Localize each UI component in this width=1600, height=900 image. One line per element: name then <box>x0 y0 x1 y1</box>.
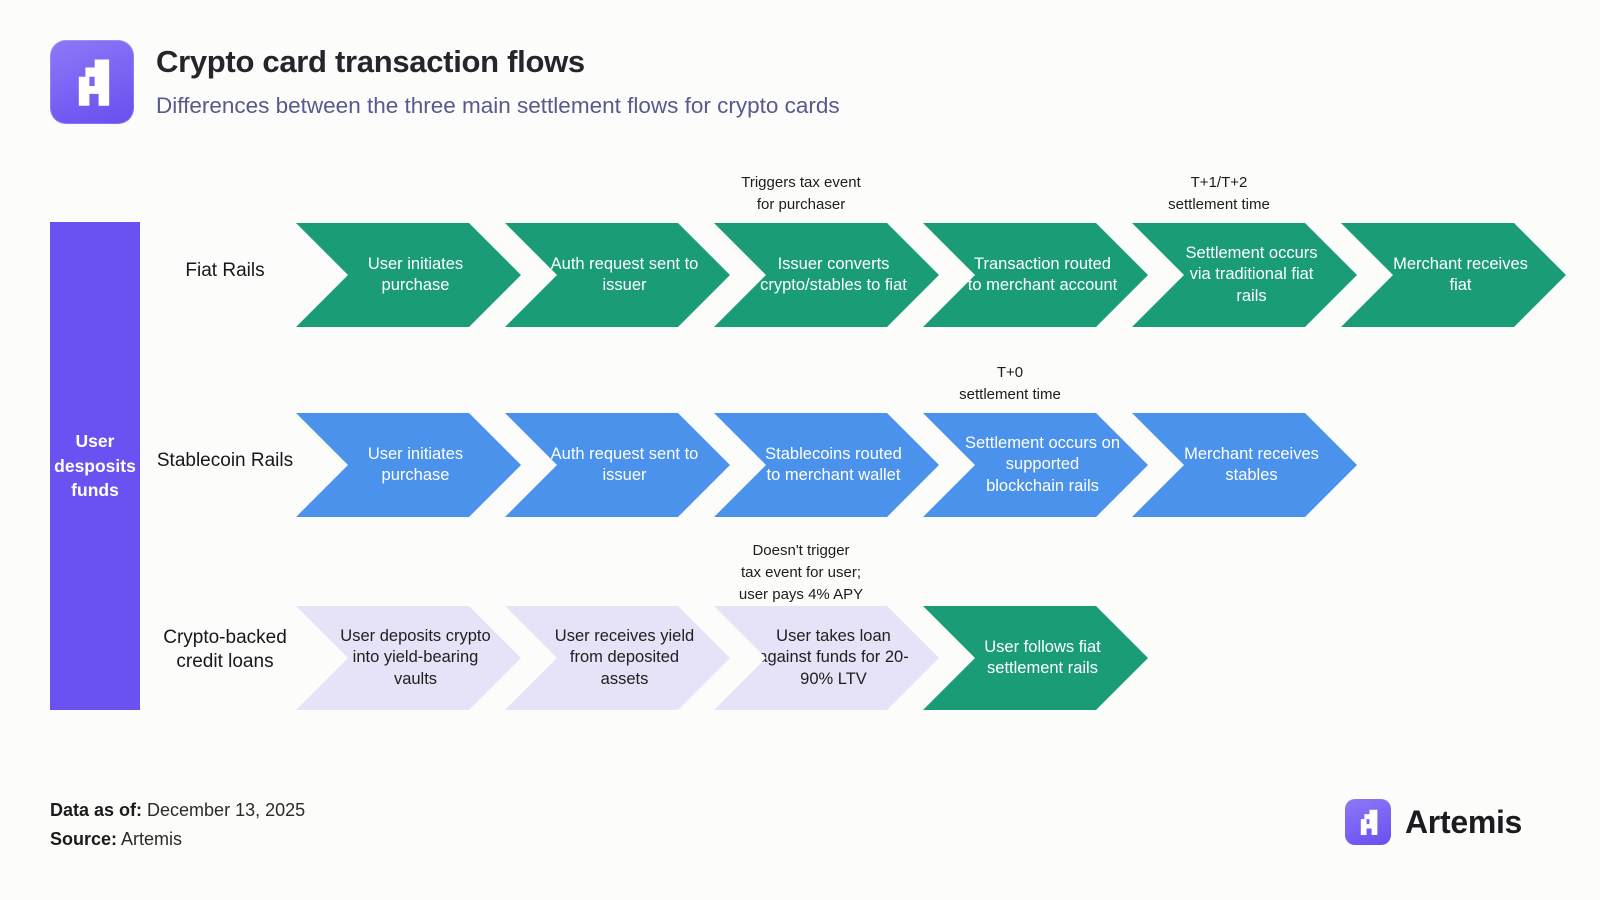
user-deposits-funds-bar: User desposits funds <box>50 222 140 710</box>
data-as-of-line: Data as of: December 13, 2025 <box>50 800 305 821</box>
source-value: Artemis <box>117 829 183 849</box>
flow-step-arrow: User follows fiat settlement rails <box>923 606 1148 710</box>
flow-annotation-t0-settlement: T+0 settlement time <box>959 364 1061 403</box>
flow-step-arrow: User takes loan against funds for 20-90%… <box>714 606 939 710</box>
source-label: Source: <box>50 829 118 849</box>
artemis-wordmark: Artemis <box>1405 803 1523 840</box>
flow-annotation-no-tax-event: Doesn't trigger tax event for user; user… <box>738 542 864 603</box>
flow-step-arrow: User receives yield from deposited asset… <box>505 606 730 710</box>
data-as-of-value: December 13, 2025 <box>142 800 306 820</box>
artemis-logo-icon <box>1345 799 1391 845</box>
flow-annotation-t1-t2-settlement: T+1/T+2 settlement time <box>1168 174 1270 213</box>
source-line: Source: Artemis <box>50 829 182 850</box>
artemis-logo-icon <box>50 40 134 124</box>
flow-step-arrow: Merchant receives stables <box>1132 413 1357 517</box>
flow-step-arrow: User initiates purchase <box>296 413 521 517</box>
page-title: Crypto card transaction flows <box>156 44 585 79</box>
artemis-brand: Artemis <box>1345 799 1522 845</box>
flow-label-stablecoin-rails: Stablecoin Rails <box>156 450 294 471</box>
flow-step-arrow: User deposits crypto into yield-bearing … <box>296 606 521 710</box>
flow-step-arrow: Transaction routed to merchant account <box>923 223 1148 327</box>
flow-step-arrow: Auth request sent to issuer <box>505 223 730 327</box>
flow-step-arrow: User initiates purchase <box>296 223 521 327</box>
flow-label-fiat-rails: Fiat Rails <box>185 260 265 281</box>
flow-step-arrow: Issuer converts crypto/stables to fiat <box>714 223 939 327</box>
flow-step-arrow: Settlement occurs on supported blockchai… <box>923 413 1148 517</box>
flow-step-arrow: Settlement occurs via traditional fiat r… <box>1132 223 1357 327</box>
page-subtitle: Differences between the three main settl… <box>156 93 840 118</box>
flow-annotation-tax-event: Triggers tax event for purchaser <box>741 174 861 213</box>
flow-step-arrow: Auth request sent to issuer <box>505 413 730 517</box>
flow-step-arrow: Merchant receives fiat <box>1341 223 1566 327</box>
flow-label-crypto-backed-credit-loans: Crypto-backed credit loans <box>163 627 287 672</box>
flow-step-arrow: Stablecoins routed to merchant wallet <box>714 413 939 517</box>
data-as-of-label: Data as of: <box>50 800 143 820</box>
